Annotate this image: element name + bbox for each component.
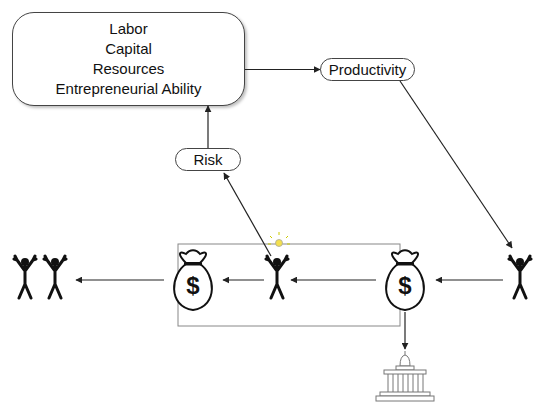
capitol-roof <box>384 370 426 374</box>
node-text: $ <box>186 272 199 300</box>
capitol-spire <box>405 351 406 355</box>
flow-arrow <box>436 279 503 280</box>
bag-tie <box>184 263 202 266</box>
node-text: Productivity <box>329 61 407 79</box>
label-pill: Risk <box>175 148 241 171</box>
money-bag: $ <box>165 248 221 312</box>
stick-figure <box>266 256 288 298</box>
flow-arrows <box>76 81 512 349</box>
flow-arrow <box>76 279 164 280</box>
stick-figure <box>14 256 36 298</box>
flow-arrow <box>400 81 512 248</box>
flow-arrow <box>223 279 264 280</box>
connector-arrow <box>245 69 320 70</box>
capitol-dome <box>400 355 410 366</box>
lightbulb-symbol <box>268 232 290 247</box>
bag-body <box>174 264 212 310</box>
node-text: Labor <box>109 19 147 39</box>
node-text: Resources <box>93 59 165 79</box>
factors-box: LaborCapitalResourcesEntrepreneurial Abi… <box>12 12 245 106</box>
node-text: Capital <box>105 39 152 59</box>
node-text: Risk <box>193 151 222 169</box>
capitol-drum <box>396 366 414 370</box>
flow-arrow <box>291 279 376 280</box>
bag-tie <box>396 263 414 266</box>
bag-neck <box>180 250 206 263</box>
money-bag: $ <box>377 248 433 312</box>
stick-figure <box>44 256 66 298</box>
lightbulb <box>276 240 283 247</box>
flow-arrow <box>224 173 271 256</box>
node-text: $ <box>398 272 411 300</box>
label-pill: Productivity <box>320 58 415 81</box>
capitol-symbol <box>376 351 434 401</box>
capitol-columns <box>388 374 423 392</box>
bag-neck <box>392 250 418 263</box>
capitol-base <box>380 392 430 396</box>
flow-arrow <box>404 312 405 349</box>
light-rays <box>268 232 290 244</box>
node-text: Entrepreneurial Ability <box>56 79 202 99</box>
bag-body <box>386 264 424 310</box>
connector-arrow <box>207 106 208 148</box>
stick-figure <box>509 256 531 298</box>
capitol-steps <box>376 396 434 401</box>
